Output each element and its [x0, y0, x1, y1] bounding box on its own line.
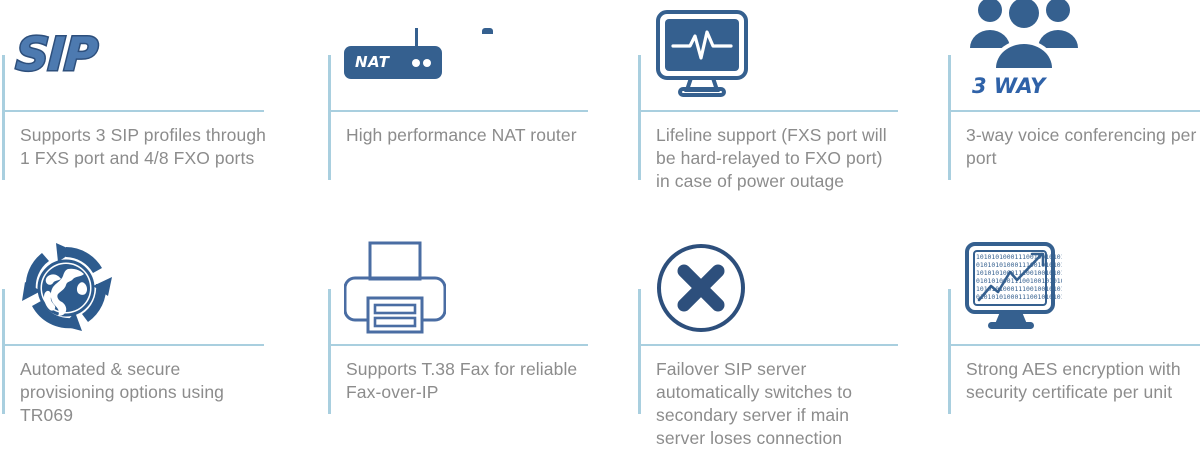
- antenna-icon: [415, 28, 493, 50]
- horizontal-rule: [948, 110, 1200, 112]
- horizontal-rule: [948, 344, 1200, 346]
- heartbeat-monitor-icon: [654, 2, 750, 106]
- globe-refresh-icon: [16, 236, 116, 340]
- feature-caption: Strong AES encryption with security cert…: [966, 359, 1181, 402]
- horizontal-rule: [2, 344, 264, 346]
- led-dot: [423, 59, 431, 67]
- horizontal-rule: [328, 110, 588, 112]
- vertical-rule: [2, 289, 5, 414]
- feature-caption: Lifeline support (FXS port will be hard-…: [656, 125, 887, 191]
- vertical-rule: [948, 289, 951, 414]
- svg-text:1010101000111001001010101: 1010101000111001001010101: [976, 253, 1062, 261]
- feature-caption: Supports T.38 Fax for reliable Fax-over-…: [346, 359, 578, 402]
- svg-text:1010101000111001001010101: 1010101000111001001010101: [976, 285, 1062, 293]
- feature-card-three-way-conferencing: 3 WAY 3-way voice conferencing per port: [934, 0, 1200, 234]
- nat-router-icon: NAT: [344, 2, 493, 106]
- sip-logo-icon: SIP: [13, 2, 100, 106]
- vertical-rule: [948, 55, 951, 180]
- horizontal-rule: [638, 344, 898, 346]
- vertical-rule: [328, 289, 331, 414]
- feature-card-aes-encryption: 1010101000111001001010101 01010101000111…: [934, 234, 1200, 469]
- horizontal-rule: [328, 344, 588, 346]
- horizontal-rule: [2, 110, 264, 112]
- feature-caption: Failover SIP server automatically switch…: [656, 359, 853, 448]
- feature-card-sip-profiles: SIP Supports 3 SIP profiles through 1 FX…: [0, 0, 314, 234]
- x-circle-icon: [654, 236, 748, 340]
- three-way-label: 3 WAY: [972, 74, 1046, 98]
- feature-card-auto-provisioning: Automated & secure provisioning options …: [0, 234, 314, 469]
- vertical-rule: [638, 289, 641, 414]
- feature-card-lifeline-support: Lifeline support (FXS port will be hard-…: [624, 0, 934, 234]
- svg-text:0101010001110010010101010: 0101010001110010010101010: [976, 277, 1062, 285]
- feature-caption: 3-way voice conferencing per port: [966, 125, 1197, 168]
- sip-logo-text: SIP: [13, 26, 100, 83]
- three-people-icon: 3 WAY: [964, 0, 1084, 98]
- vertical-rule: [638, 55, 641, 180]
- feature-caption: Automated & secure provisioning options …: [20, 359, 224, 425]
- feature-caption: Supports 3 SIP profiles through 1 FXS po…: [20, 125, 266, 168]
- horizontal-rule: [638, 110, 898, 112]
- vertical-rule: [328, 55, 331, 180]
- feature-card-t38-fax: Supports T.38 Fax for reliable Fax-over-…: [314, 234, 624, 469]
- feature-card-failover-sip-server: Failover SIP server automatically switch…: [624, 234, 934, 469]
- nat-label: NAT: [355, 53, 390, 71]
- feature-card-nat-router: NAT High performance NAT router: [314, 0, 624, 234]
- vertical-rule: [2, 55, 5, 180]
- svg-text:1010101000111001001010101: 1010101000111001001010101: [976, 269, 1062, 277]
- feature-caption: High performance NAT router: [346, 125, 577, 145]
- binary-chart-monitor-icon: 1010101000111001001010101 01010101000111…: [964, 236, 1062, 340]
- router-body: NAT: [344, 46, 442, 79]
- led-dot: [412, 59, 420, 67]
- fax-printer-icon: [344, 236, 446, 340]
